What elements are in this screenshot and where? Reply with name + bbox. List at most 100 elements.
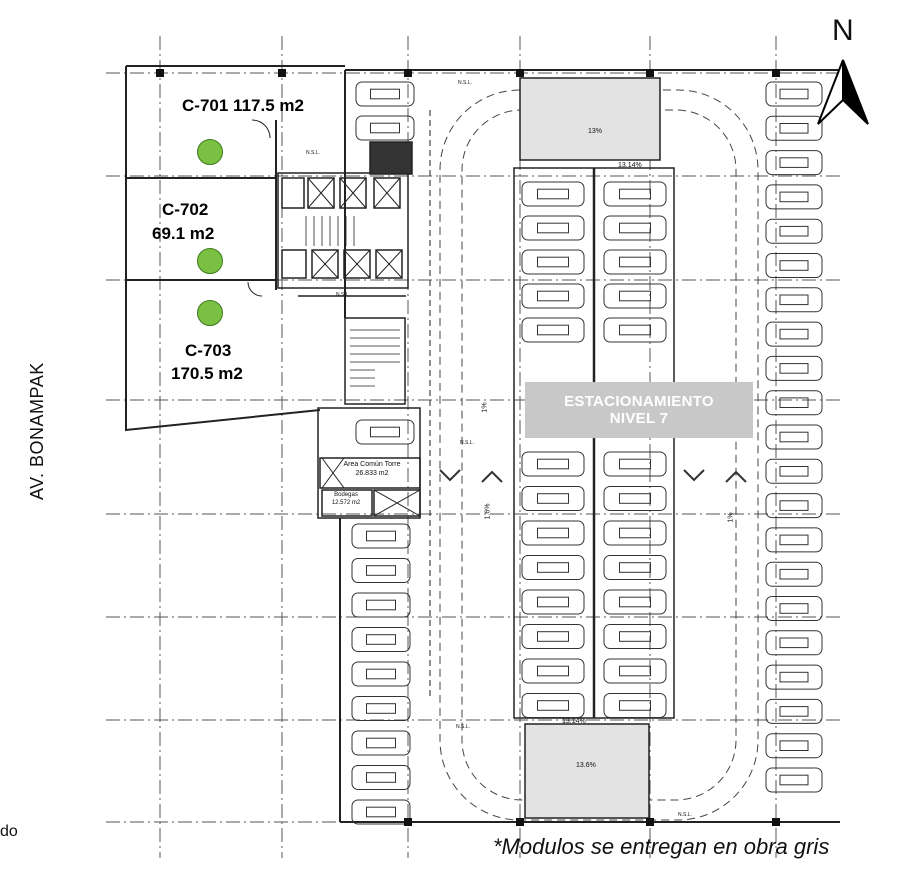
parking-stall-tag (619, 290, 651, 302)
parking-stall (355, 115, 415, 141)
parking-stall (765, 493, 823, 519)
parking-label-line2: NIVEL 7 (609, 410, 669, 427)
parking-stall (351, 523, 411, 549)
central-island (513, 167, 675, 719)
parking-stall (603, 486, 667, 511)
circulation-loops (439, 89, 759, 821)
parking-stall-tag (779, 363, 809, 374)
parking-stall-tag (370, 88, 400, 100)
parking-stall-tag (366, 668, 396, 680)
parking-stall (521, 249, 585, 275)
parking-stall-tag (619, 458, 651, 470)
unit-c703-id: C-703 (185, 341, 232, 360)
parking-stall (765, 355, 823, 381)
parking-stall-tag (779, 500, 809, 511)
ramp-slope-south-edge: 13.14% (562, 718, 586, 725)
parking-stall-tag (779, 431, 809, 443)
parking-stall (351, 696, 411, 721)
north-label: N (832, 14, 854, 47)
parking-stall (603, 317, 667, 343)
parking-stall (603, 624, 667, 649)
storage-value: 12.572 m2 (331, 499, 361, 506)
parking-stall-tag (537, 562, 569, 573)
parking-stall (521, 486, 585, 511)
delivery-note: *Modulos se entregan en obra gris (493, 834, 830, 859)
parking-stall (351, 799, 411, 825)
parking-stall (603, 658, 667, 684)
parking-stall-tag (619, 562, 651, 573)
slope-west-upper: 1% (481, 402, 489, 413)
parking-stall-tag (619, 493, 651, 504)
parking-stall-tag (366, 565, 396, 576)
stair-treads (305, 216, 400, 387)
parking-stall (351, 661, 411, 687)
parking-stall-tag (366, 806, 396, 818)
parking-stall (765, 184, 823, 210)
commercial-units (125, 65, 345, 432)
parking-stall (603, 589, 667, 615)
parking-stall (521, 181, 585, 207)
parking-stall (765, 390, 823, 416)
parking-stall-tag (779, 191, 809, 203)
parking-stall (603, 520, 667, 546)
slope-west-lower: 1.6% (484, 503, 492, 520)
level-tag-core: N.S.L. (306, 150, 320, 156)
parking-stall-tag (537, 596, 569, 608)
storage-label: Bodegas 12.572 m2 (322, 492, 370, 508)
parking-stall-tag (366, 737, 396, 749)
parking-level-label: ESTACIONAMIENTO NIVEL 7 (525, 382, 753, 438)
parking-stall-tag (619, 631, 651, 642)
parking-stall (603, 249, 667, 275)
parking-perimeter (339, 69, 840, 823)
parking-stall-tag (779, 603, 809, 614)
parking-stall-tag (779, 328, 809, 340)
parking-stall (765, 767, 823, 793)
parking-stall (355, 419, 415, 445)
parking-stall-tag (537, 324, 569, 336)
level-tag-mid: N.S.L. (460, 440, 474, 446)
parking-stall (765, 527, 823, 553)
level-tag-lobby: N.S.L. (336, 292, 350, 298)
parking-stall (765, 664, 823, 690)
parking-stall (521, 317, 585, 343)
parking-stall (765, 321, 823, 347)
parking-stall-tag (537, 458, 569, 470)
parking-stall (765, 287, 823, 313)
parking-stall-tag (779, 740, 809, 752)
parking-stall (765, 218, 823, 244)
unit-c702-marker (197, 248, 223, 274)
unit-c702-area: 69.1 m2 (152, 224, 215, 243)
parking-stall-tag (537, 665, 569, 677)
parking-stall (521, 283, 585, 309)
parking-stall (603, 181, 667, 207)
parking-stall-tag (779, 534, 809, 546)
parking-stall-tag (779, 157, 809, 168)
parking-stall (521, 658, 585, 684)
parking-stall-tag (619, 256, 651, 268)
north-arrow-icon (817, 59, 869, 125)
parking-stall (603, 283, 667, 309)
parking-stall (355, 81, 415, 107)
parking-stall-tag (779, 706, 809, 717)
ramp-south (524, 723, 650, 819)
parking-stall-tag (537, 631, 569, 642)
parking-stall (765, 698, 823, 724)
parking-stall-tag (779, 123, 809, 134)
unit-c702-id: C-702 (162, 200, 209, 219)
common-area-label: Area Común Torre 26.833 m2 (326, 460, 418, 478)
ramp-slope-north-edge: 13.14% (618, 162, 642, 169)
parking-stall-tag (370, 426, 400, 438)
level-tag-sw: N.S.L. (456, 724, 470, 730)
parking-stall (521, 624, 585, 649)
parking-stall-tag (619, 222, 651, 234)
unit-c701-marker (197, 139, 223, 165)
unit-c703-marker (197, 300, 223, 326)
parking-stall (351, 765, 411, 790)
unit-c701-id: C-701 (182, 96, 229, 115)
parking-stall (521, 589, 585, 615)
cropped-text-fragment: do (0, 823, 18, 840)
parking-label-line1: ESTACIONAMIENTO (564, 393, 714, 410)
parking-stall-tag (779, 397, 809, 408)
slope-east: 1% (727, 512, 735, 523)
